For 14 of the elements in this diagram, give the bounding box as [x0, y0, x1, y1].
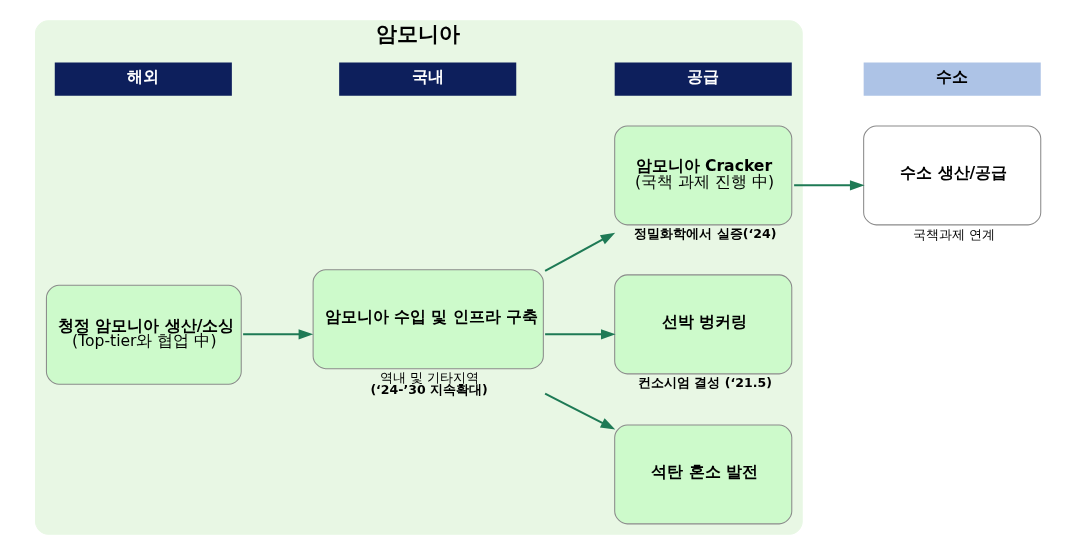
node-label: 컨소시엄 결성 (‘21.5): [638, 374, 772, 390]
node-label: (‘24-’30 지속확대): [370, 382, 488, 398]
node-box: 국내: [339, 62, 517, 96]
node-box: 수소: [863, 62, 1041, 96]
arrow: [243, 329, 314, 340]
node-label: 역내 및 기타지역: [380, 369, 480, 385]
arrow: [545, 329, 616, 340]
node-box: 공급: [614, 62, 792, 96]
node-label: 정밀화학에서 실증(‘24): [634, 226, 777, 242]
node-label: 국책과제 연계: [912, 227, 995, 243]
node-box: 해외: [54, 62, 232, 96]
arrow: [544, 392, 616, 430]
arrow: [544, 232, 616, 272]
arrow: [794, 180, 865, 191]
